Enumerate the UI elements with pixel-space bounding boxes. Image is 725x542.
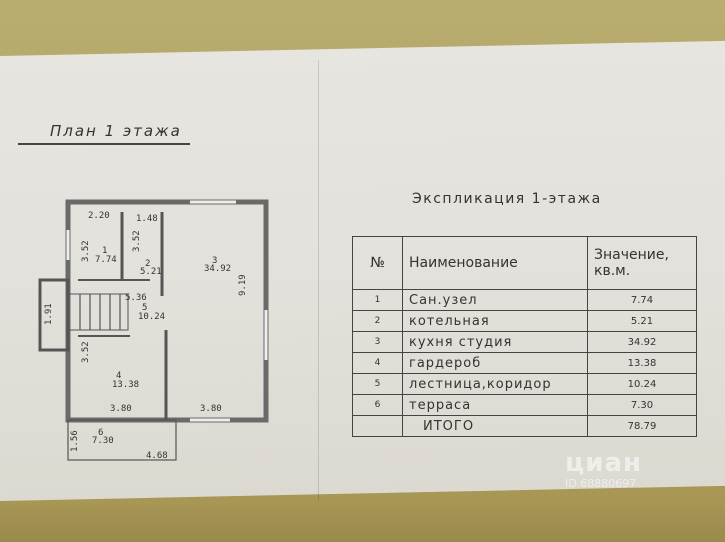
plan-label: 4 bbox=[116, 371, 122, 381]
table-row: 5 лестница,коридор 10.24 bbox=[352, 373, 697, 395]
explication-table: № Наименование Значение, кв.м. 1 Сан.узе… bbox=[352, 236, 697, 437]
row-name: котельная bbox=[402, 310, 588, 332]
row-num: 4 bbox=[352, 352, 403, 374]
paper-fold bbox=[318, 60, 319, 500]
row-value: 10.24 bbox=[587, 373, 697, 395]
row-num-empty bbox=[352, 415, 403, 437]
plan-label: 10.24 bbox=[138, 312, 166, 322]
plan-label: 3.52 bbox=[132, 230, 142, 252]
watermark-logo: циан bbox=[565, 448, 642, 478]
plan-label: 3.80 bbox=[200, 404, 222, 414]
total-label: ИТОГО bbox=[402, 415, 588, 437]
table-row: 1 Сан.узел 7.74 bbox=[352, 289, 697, 311]
plan-label: 3.52 bbox=[81, 240, 91, 262]
header-num: № bbox=[352, 236, 403, 290]
row-num: 6 bbox=[352, 394, 403, 416]
plan-label: 1.48 bbox=[136, 214, 158, 224]
header-name: Наименование bbox=[402, 236, 588, 290]
plan-label: 7.30 bbox=[92, 436, 114, 446]
row-num: 5 bbox=[352, 373, 403, 395]
row-name: терраса bbox=[402, 394, 588, 416]
plan-label: 7.74 bbox=[95, 255, 117, 265]
plan-label: 2 bbox=[145, 259, 151, 269]
plan-label: 3 bbox=[212, 256, 218, 266]
row-value: 7.30 bbox=[587, 394, 697, 416]
floor-plan-drawing bbox=[38, 199, 269, 461]
row-value: 5.21 bbox=[587, 310, 697, 332]
row-num: 3 bbox=[352, 331, 403, 353]
plan-label: 1 bbox=[102, 246, 108, 256]
plan-label: 3.52 bbox=[81, 341, 91, 363]
row-num: 2 bbox=[352, 310, 403, 332]
plan-label: 2.20 bbox=[88, 211, 110, 221]
row-value: 13.38 bbox=[587, 352, 697, 374]
plan-label: 13.38 bbox=[112, 380, 140, 390]
plan-title: План 1 этажа bbox=[50, 122, 182, 140]
plan-label: 5.36 bbox=[125, 293, 147, 303]
row-value: 34.92 bbox=[587, 331, 697, 353]
header-value: Значение, кв.м. bbox=[587, 236, 697, 290]
plan-label: 34.92 bbox=[204, 264, 232, 274]
row-name: кухня студия bbox=[402, 331, 588, 353]
table-row: 6 терраса 7.30 bbox=[352, 394, 697, 416]
plan-label: 1.56 bbox=[70, 430, 80, 452]
plan-label: 6 bbox=[98, 428, 104, 438]
table-row: 4 гардероб 13.38 bbox=[352, 352, 697, 374]
watermark-brand: циан bbox=[565, 448, 642, 478]
total-value: 78.79 bbox=[587, 415, 697, 437]
table-row: 2 котельная 5.21 bbox=[352, 310, 697, 332]
table-surface bbox=[0, 505, 725, 542]
row-value: 7.74 bbox=[587, 289, 697, 311]
plan-label: 5.21 bbox=[140, 267, 162, 277]
explication-title: Экспликация 1-этажа bbox=[412, 191, 602, 207]
table-row: 3 кухня студия 34.92 bbox=[352, 331, 697, 353]
plan-label: 3.80 bbox=[110, 404, 132, 414]
row-name: Сан.узел bbox=[402, 289, 588, 311]
table-header-row: № Наименование Значение, кв.м. bbox=[352, 236, 697, 290]
plan-label: 4.68 bbox=[146, 451, 168, 461]
row-name: гардероб bbox=[402, 352, 588, 374]
title-underline bbox=[18, 143, 190, 145]
row-name: лестница,коридор bbox=[402, 373, 588, 395]
plan-label: 9.19 bbox=[238, 274, 248, 296]
plan-label: 5 bbox=[142, 303, 148, 313]
plan-label: 1.91 bbox=[44, 303, 54, 325]
table-total-row: ИТОГО 78.79 bbox=[352, 415, 697, 437]
watermark-id: ID 68880697 bbox=[565, 477, 637, 490]
row-num: 1 bbox=[352, 289, 403, 311]
floor-plan bbox=[30, 190, 290, 470]
